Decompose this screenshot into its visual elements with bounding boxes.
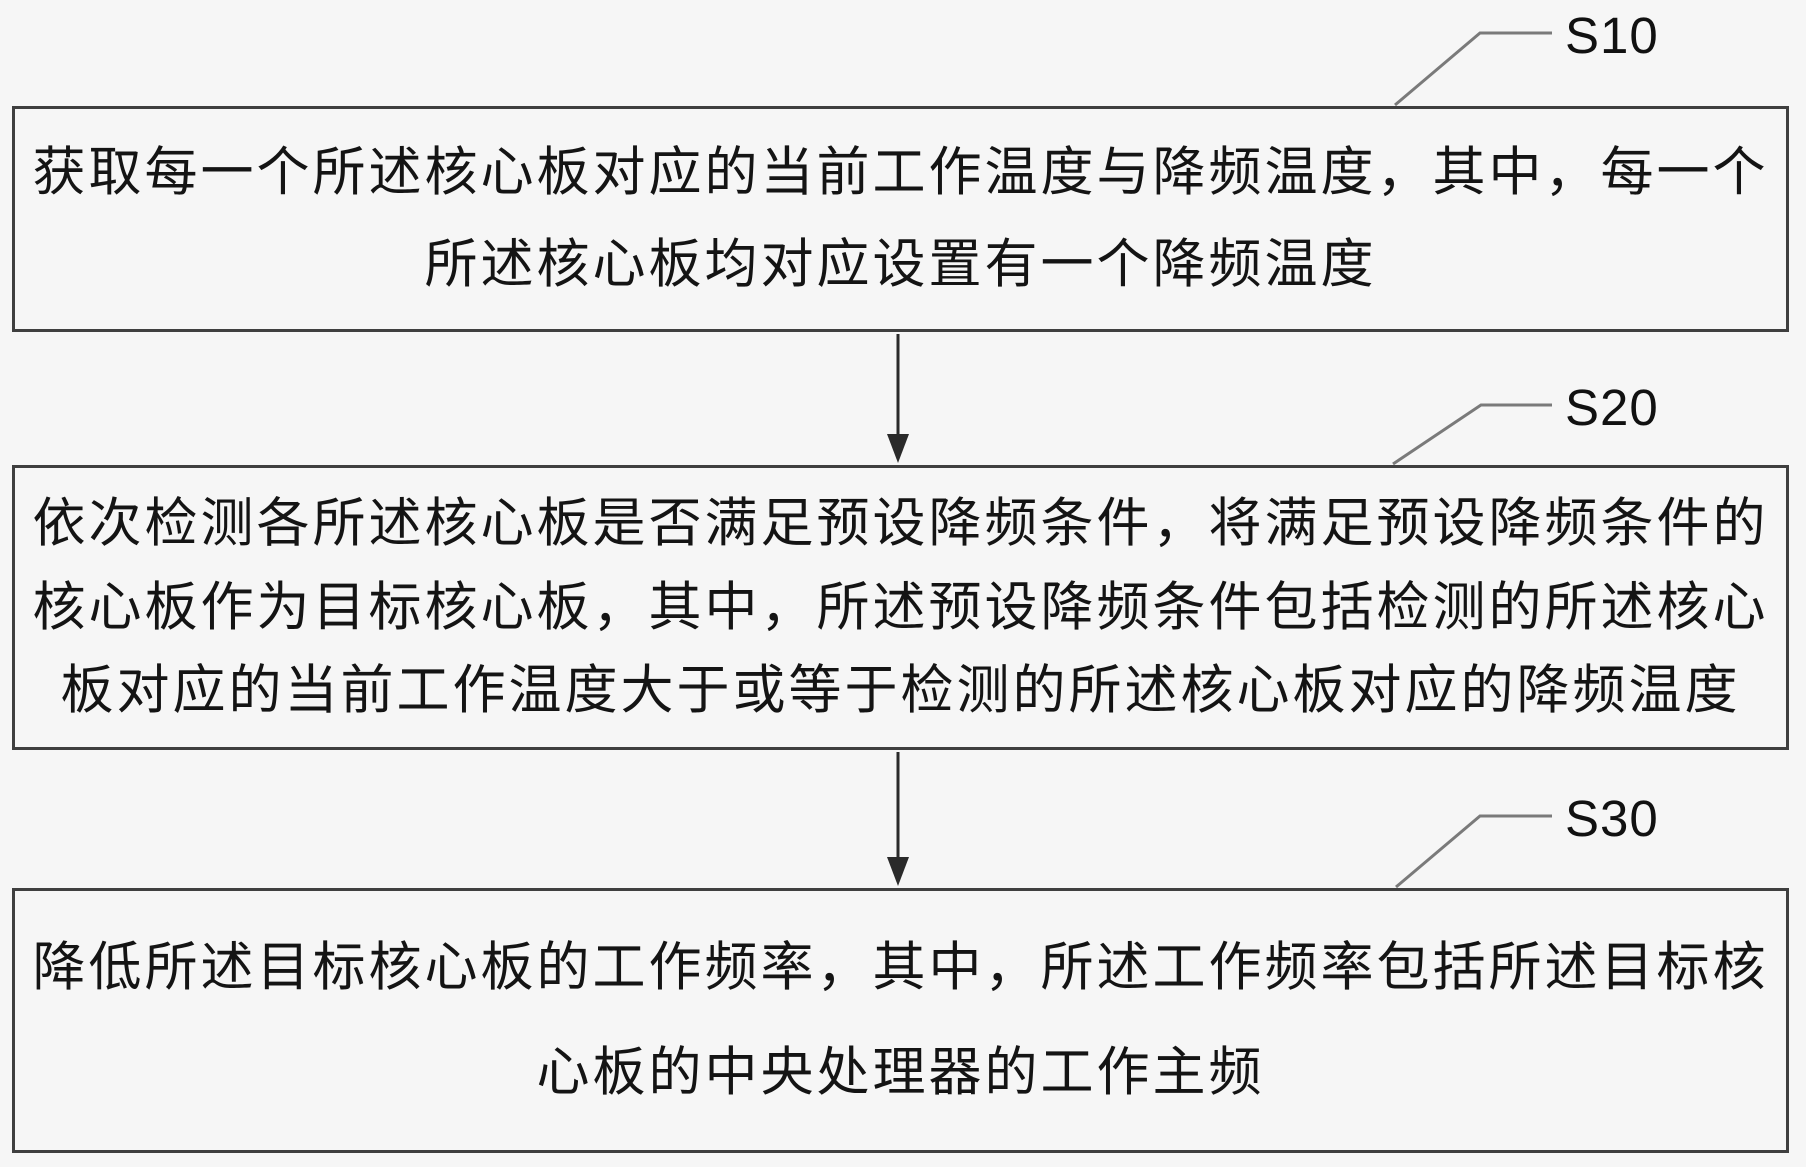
step-box-s30: 降低所述目标核心板的工作频率，其中，所述工作频率包括所述目标核 心板的中央处理器…: [12, 888, 1789, 1153]
step-s30-text-line-2: 心板的中央处理器的工作主频: [536, 1042, 1265, 1104]
step-s10-text-line-1: 获取每一个所述核心板对应的当前工作温度与降频温度，其中，每一个: [32, 142, 1769, 204]
step-s20-text-line-1: 依次检测各所述核心板是否满足预设降频条件，将满足预设降频条件的: [32, 493, 1769, 555]
step-s30-text-line-1: 降低所述目标核心板的工作频率，其中，所述工作频率包括所述目标核: [32, 937, 1769, 999]
step-s10-text-line-2: 所述核心板均对应设置有一个降频温度: [424, 234, 1377, 296]
leader-line-s30: [1395, 814, 1552, 889]
step-label-s20: S20: [1565, 379, 1659, 436]
step-s20-text-line-2: 核心板作为目标核心板，其中，所述预设降频条件包括检测的所述核心: [32, 576, 1769, 638]
leader-line-s10: [1394, 31, 1552, 107]
step-label-s10: S10: [1565, 7, 1659, 64]
step-box-s10: 获取每一个所述核心板对应的当前工作温度与降频温度，其中，每一个 所述核心板均对应…: [12, 106, 1789, 332]
step-label-s30: S30: [1565, 790, 1659, 847]
step-box-s20: 依次检测各所述核心板是否满足预设降频条件，将满足预设降频条件的 核心板作为目标核…: [12, 465, 1789, 750]
leader-line-s20: [1392, 403, 1552, 466]
flow-arrow-s20-s30-head: [887, 857, 909, 886]
flow-arrow-s10-s20-head: [887, 434, 909, 463]
step-s20-text-line-3: 板对应的当前工作温度大于或等于检测的所述核心板对应的降频温度: [60, 660, 1741, 722]
